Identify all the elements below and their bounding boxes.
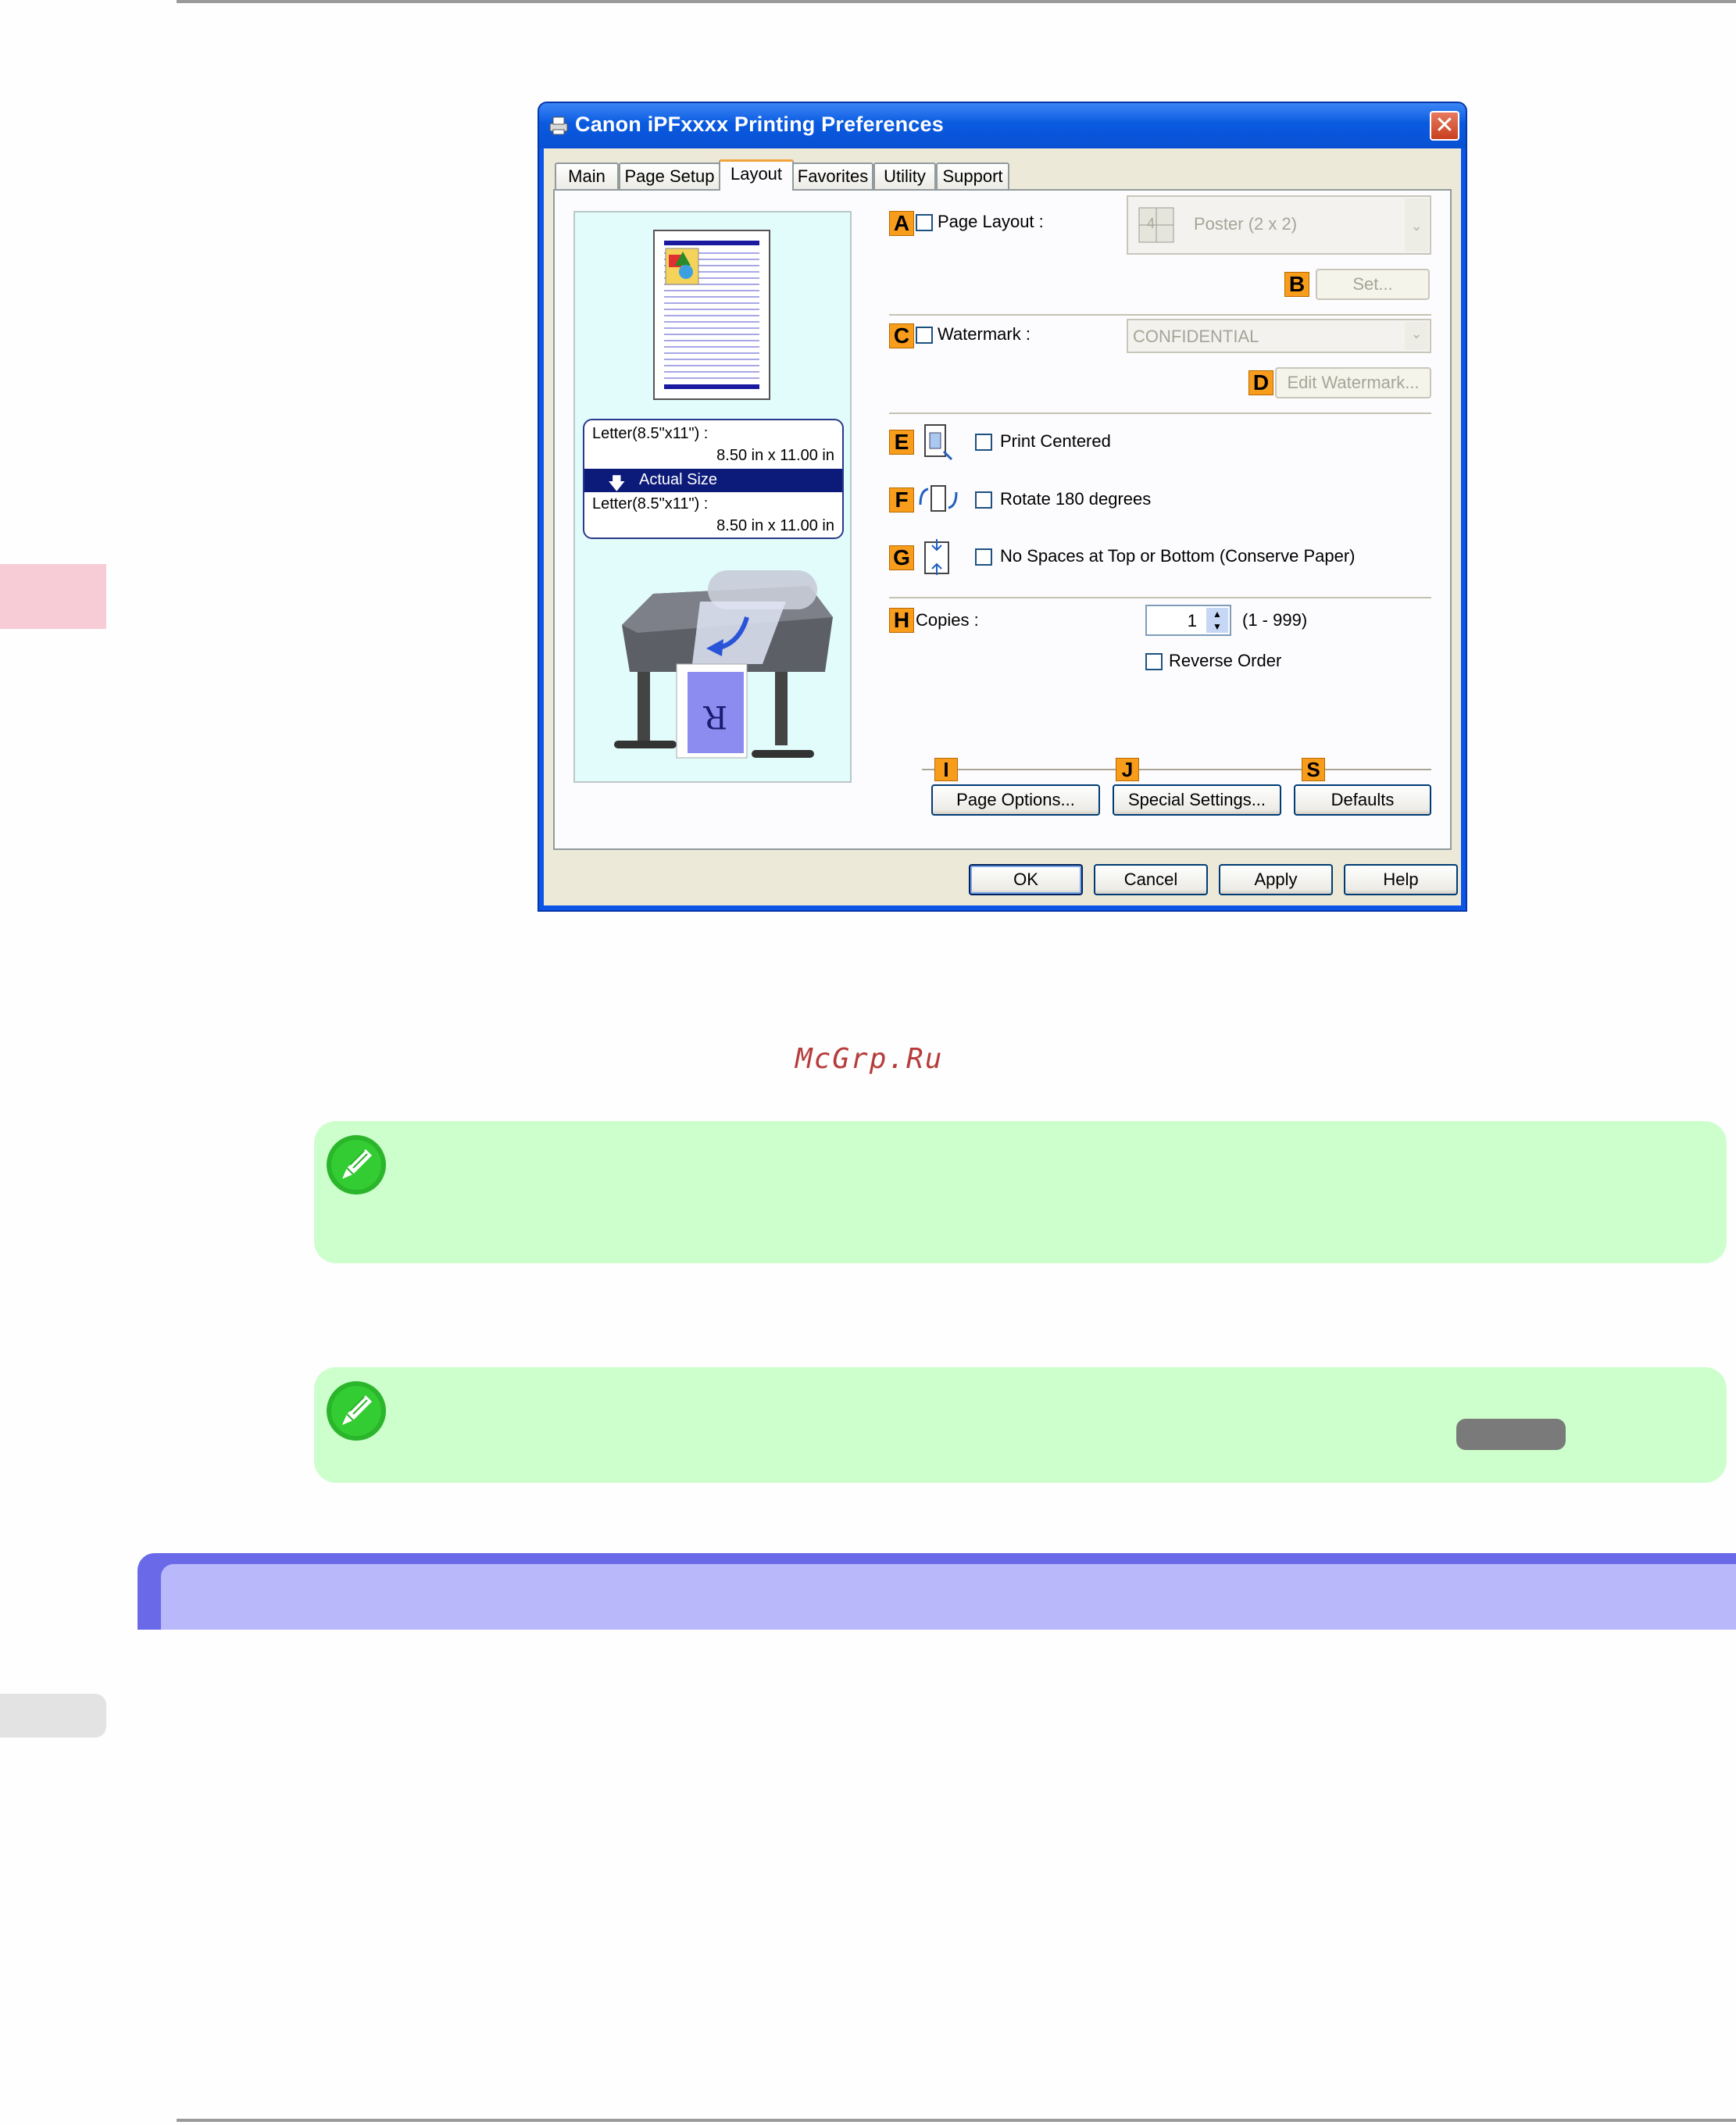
dialog-title: Canon iPFxxxx Printing Preferences (575, 112, 944, 136)
tab-layout[interactable]: Layout (719, 159, 794, 191)
printing-preferences-dialog: Canon iPFxxxx Printing Preferences ✕ Mai… (538, 102, 1467, 912)
page-layout-checkbox[interactable] (916, 214, 933, 231)
preview-area: Letter(8.5"x11") : 8.50 in x 11.00 in 🡇 … (573, 211, 852, 783)
reverse-order-checkbox[interactable] (1145, 653, 1163, 670)
cancel-button[interactable]: Cancel (1094, 864, 1208, 895)
output-size-label: Letter(8.5"x11") : (592, 495, 709, 512)
print-centered-checkbox[interactable] (975, 434, 992, 451)
tab-page-setup[interactable]: Page Setup (619, 162, 720, 189)
watermark-value: CONFIDENTIAL (1133, 327, 1259, 346)
copies-label: Copies : (916, 610, 979, 630)
page-layout-value: Poster (2 x 2) (1194, 214, 1298, 234)
edit-watermark-button[interactable]: Edit Watermark... (1275, 367, 1431, 398)
label-i: I (934, 758, 958, 781)
label-f: F (889, 488, 914, 512)
separator (889, 314, 1431, 316)
label-b: B (1284, 272, 1309, 297)
label-g: G (889, 545, 914, 570)
set-button[interactable]: Set... (1316, 269, 1430, 300)
separator (889, 597, 1431, 598)
rotate-checkbox[interactable] (975, 491, 992, 509)
no-spaces-label: No Spaces at Top or Bottom (Conserve Pap… (1000, 546, 1356, 566)
close-icon[interactable]: ✕ (1430, 111, 1459, 141)
page-preview-graphic (664, 241, 759, 389)
chevron-down-icon[interactable]: ⌄ (1405, 322, 1428, 350)
label-d: D (1248, 370, 1273, 395)
original-size-dims: 8.50 in x 11.00 in (716, 447, 834, 464)
tab-favorites[interactable]: Favorites (792, 162, 873, 189)
label-j: J (1116, 758, 1139, 781)
watermark-label: Watermark : (938, 324, 1031, 344)
copies-range: (1 - 999) (1242, 610, 1308, 630)
print-centered-icon (924, 424, 953, 461)
reverse-order-label: Reverse Order (1169, 651, 1282, 670)
conserve-paper-icon (924, 539, 949, 575)
poster-icon-number: 4 (1147, 216, 1156, 231)
layout-panel: Letter(8.5"x11") : 8.50 in x 11.00 in 🡇 … (553, 189, 1452, 850)
dialog-client: Main Page Setup Layout Favorites Utility… (544, 148, 1461, 905)
copies-stepper[interactable]: 1 ▲ ▼ (1145, 605, 1231, 636)
section-heading-inner (161, 1564, 1736, 1630)
top-rule (177, 0, 1736, 3)
printer-icon (549, 116, 568, 135)
page-options-button[interactable]: Page Options... (931, 784, 1100, 816)
help-button[interactable]: Help (1344, 864, 1458, 895)
rotate-icon (919, 485, 958, 512)
down-arrow-icon: 🡇 (608, 473, 626, 493)
separator (889, 412, 1431, 414)
page-thumbnail (653, 230, 770, 400)
bottom-rule (177, 2119, 1736, 2122)
spin-down-icon[interactable]: ▼ (1206, 620, 1228, 633)
separator (922, 769, 1431, 770)
paper-size-info: Letter(8.5"x11") : 8.50 in x 11.00 in 🡇 … (583, 419, 844, 539)
no-spaces-checkbox[interactable] (975, 548, 992, 566)
printer-letter: R (702, 698, 727, 734)
note-box (314, 1367, 1727, 1483)
chevron-down-icon[interactable]: ⌄ (1405, 198, 1428, 252)
label-a: A (889, 211, 914, 236)
title-bar[interactable]: Canon iPFxxxx Printing Preferences ✕ (539, 103, 1466, 148)
poster-icon (1138, 207, 1174, 243)
note-box (314, 1121, 1727, 1263)
tab-support[interactable]: Support (936, 162, 1009, 189)
output-size-dims: 8.50 in x 11.00 in (716, 517, 834, 534)
page-layout-select[interactable]: 4 Poster (2 x 2) ⌄ (1127, 195, 1431, 255)
special-settings-button[interactable]: Special Settings... (1113, 784, 1281, 816)
spin-up-icon[interactable]: ▲ (1206, 608, 1228, 620)
pencil-note-icon (327, 1135, 386, 1195)
ok-button[interactable]: OK (969, 864, 1083, 895)
copies-value: 1 (1187, 611, 1197, 630)
printer-illustration: R (614, 570, 833, 759)
page-tab (0, 1694, 106, 1738)
watermark-checkbox[interactable] (916, 327, 933, 344)
label-e: E (889, 430, 914, 455)
label-s: S (1302, 758, 1325, 781)
original-size-label: Letter(8.5"x11") : (592, 425, 709, 442)
rotate-label: Rotate 180 degrees (1000, 489, 1152, 509)
page-layout-label: Page Layout : (938, 212, 1044, 231)
label-c: C (889, 323, 914, 348)
apply-button[interactable]: Apply (1219, 864, 1333, 895)
watermark-select[interactable]: CONFIDENTIAL ⌄ (1127, 319, 1431, 353)
section-heading-bar (138, 1553, 1736, 1630)
chapter-tab (0, 564, 106, 629)
label-h: H (889, 608, 914, 633)
site-watermark: McGrp.Ru (795, 1043, 944, 1075)
scale-label: Actual Size (639, 471, 718, 488)
scale-bar: 🡇 Actual Size (584, 469, 842, 493)
defaults-button[interactable]: Defaults (1294, 784, 1431, 816)
tab-main[interactable]: Main (555, 162, 619, 189)
reference-badge[interactable] (1456, 1419, 1566, 1450)
pencil-note-icon (327, 1381, 386, 1441)
print-centered-label: Print Centered (1000, 431, 1111, 451)
tab-utility[interactable]: Utility (873, 162, 936, 189)
